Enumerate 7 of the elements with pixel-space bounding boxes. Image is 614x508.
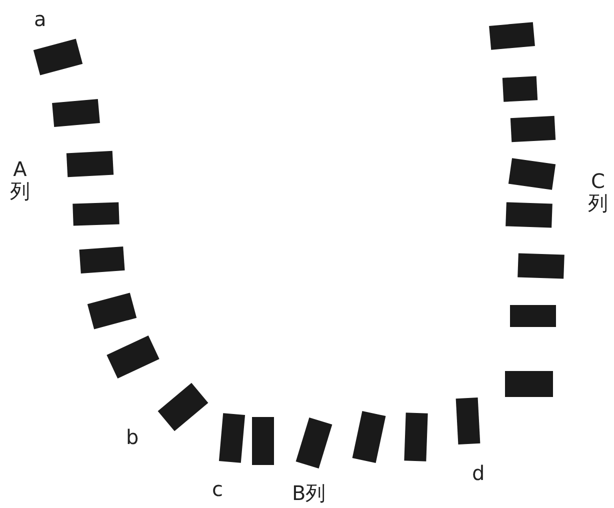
point-label: b [126,426,139,448]
row-label: A列 [10,158,30,202]
point-label: d [472,462,485,484]
row-label: B列 [292,482,326,504]
row-label: C列 [588,170,608,214]
point-label: c [212,478,223,500]
point-label: a [34,8,46,30]
